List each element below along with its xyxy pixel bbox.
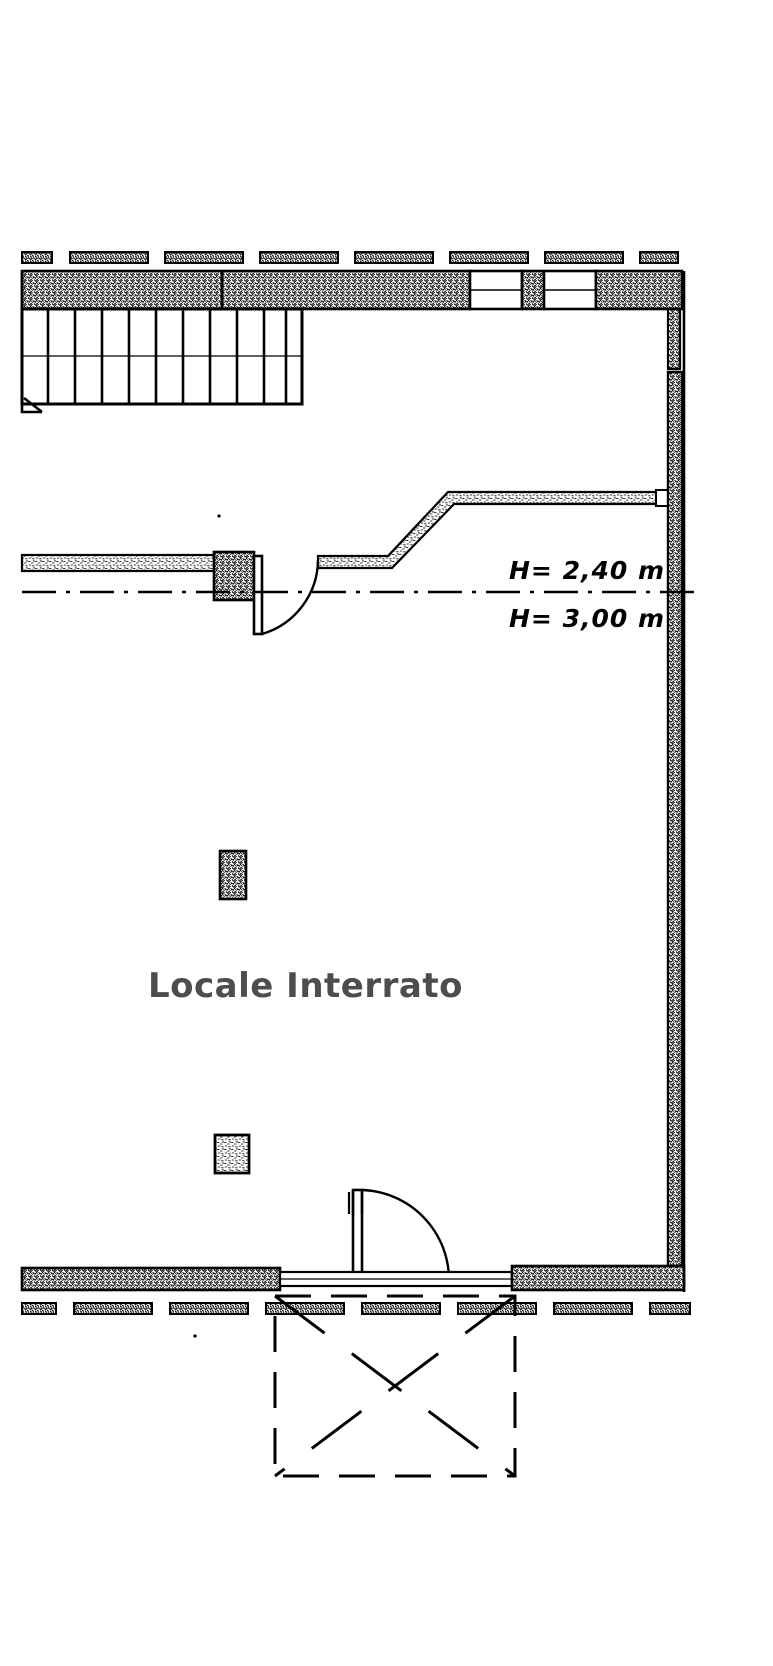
- top-exterior-wall: [20, 269, 684, 311]
- top-exterior-dash-band: [21, 251, 679, 264]
- page-title: Locale Interrato: [148, 966, 463, 1006]
- bottom-exterior-dash-band: [21, 1302, 691, 1315]
- height-label-lower: H= 3,00 m: [509, 604, 666, 633]
- staircase: [20, 271, 304, 414]
- door-bottom: [347, 1188, 451, 1282]
- height-label-upper: H= 2,40 m: [509, 556, 666, 585]
- ramp-cross-marking: [274, 1294, 516, 1478]
- scan-artifacts: [193, 514, 221, 1338]
- door-interior-upper: [252, 554, 320, 636]
- ramp-outline: [273, 1294, 517, 1478]
- column-lower: [213, 1133, 251, 1175]
- right-exterior-wall: [666, 271, 686, 1292]
- column-upper: [218, 849, 248, 901]
- bottom-exterior-wall: [20, 1264, 686, 1292]
